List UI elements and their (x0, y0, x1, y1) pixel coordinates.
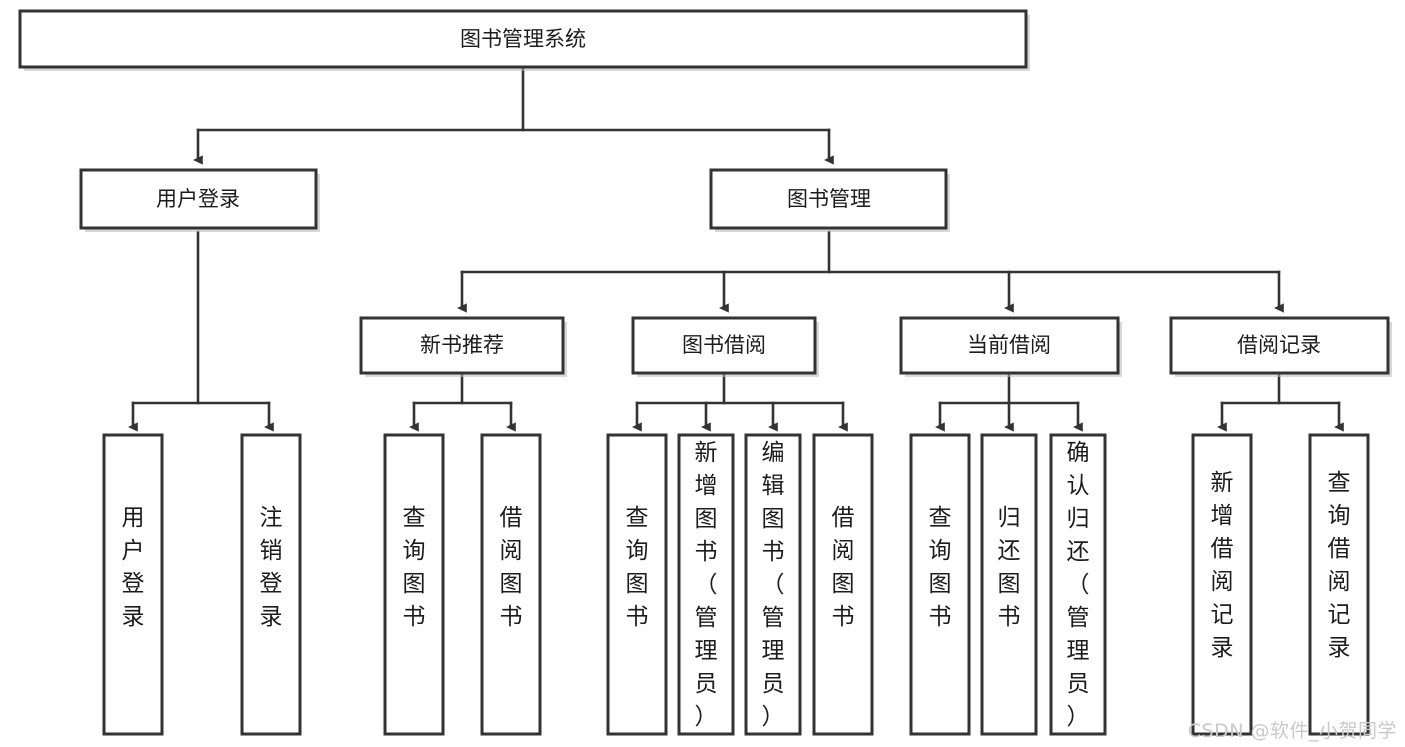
node-book-borrow[interactable]: 图书借阅 (631, 316, 819, 377)
user-login-box (79, 168, 318, 230)
leaf-box (909, 433, 971, 736)
leaf-node-confirm-return-admin[interactable]: 确认归还（管理员） (1049, 433, 1107, 736)
leaf-box (240, 433, 302, 736)
leaf-box (606, 433, 668, 736)
leaf-node-borrow-book-borrow[interactable]: 借阅图书 (812, 433, 874, 736)
leaf-layer: 用户登录 注销登录 查询图书 借阅图书 查询图书 新增图书（管理员） 编辑图书（… (102, 433, 1370, 736)
leaf-label: 查询借阅记录 (1328, 470, 1351, 661)
leaf-label: 用户登录 (122, 505, 145, 630)
root-box (18, 9, 1028, 69)
borrow-record-label: 借阅记录 (1237, 333, 1321, 357)
leaf-box (980, 433, 1038, 736)
leaf-label: 查询图书 (929, 505, 952, 630)
node-user-login[interactable]: 用户登录 (79, 168, 320, 232)
node-borrow-record[interactable]: 借阅记录 (1169, 316, 1392, 377)
current-borrow-label: 当前借阅 (967, 333, 1051, 357)
root-label: 图书管理系统 (460, 27, 586, 51)
connector-layer (127, 65, 1344, 432)
leaf-node-query-book-borrow[interactable]: 查询图书 (606, 433, 668, 736)
leaf-box (744, 433, 802, 736)
user-login-label: 用户登录 (156, 187, 240, 211)
leaf-label: 借阅图书 (500, 505, 523, 630)
leaf-label: 确认归还（管理员） (1067, 440, 1090, 730)
node-root-system[interactable]: 图书管理系统 (18, 9, 1030, 71)
leaf-label: 注销登录 (260, 505, 283, 630)
leaf-box (1191, 433, 1253, 736)
leaf-node-query-borrow-record[interactable]: 查询借阅记录 (1308, 433, 1370, 736)
leaf-label: 新增图书（管理员） (695, 440, 718, 730)
leaf-box (677, 433, 735, 736)
new-book-box (359, 316, 565, 375)
borrow-record-box (1169, 316, 1390, 375)
leaf-node-return-book[interactable]: 归还图书 (980, 433, 1038, 736)
node-new-book-recommend[interactable]: 新书推荐 (359, 316, 567, 377)
new-book-label: 新书推荐 (420, 333, 504, 357)
book-management-label: 图书管理 (787, 187, 871, 211)
leaf-label: 编辑图书（管理员） (762, 440, 785, 730)
leaf-label: 归还图书 (998, 505, 1021, 630)
leaf-box (480, 433, 542, 736)
leaf-label: 查询图书 (403, 505, 426, 630)
leaf-box (102, 433, 164, 736)
leaf-node-borrow-book-newbook[interactable]: 借阅图书 (480, 433, 542, 736)
leaf-node-logout[interactable]: 注销登录 (240, 433, 302, 736)
book-borrow-box (631, 316, 817, 375)
leaf-box (383, 433, 445, 736)
book-management-box (709, 168, 948, 230)
leaf-label: 查询图书 (626, 505, 649, 630)
leaf-node-edit-book-admin[interactable]: 编辑图书（管理员） (744, 433, 802, 736)
leaf-node-add-borrow-record[interactable]: 新增借阅记录 (1191, 433, 1253, 736)
node-current-borrow[interactable]: 当前借阅 (899, 316, 1122, 377)
leaf-box (1308, 433, 1370, 736)
leaf-node-add-book-admin[interactable]: 新增图书（管理员） (677, 433, 735, 736)
leaf-box (812, 433, 874, 736)
leaf-box (1049, 433, 1107, 736)
leaf-node-query-book-newbook[interactable]: 查询图书 (383, 433, 445, 736)
leaf-node-user-login[interactable]: 用户登录 (102, 433, 164, 736)
node-book-management[interactable]: 图书管理 (709, 168, 950, 232)
leaf-label: 新增借阅记录 (1211, 470, 1234, 661)
current-borrow-box (899, 316, 1120, 375)
leaf-label: 借阅图书 (832, 505, 855, 630)
leaf-node-query-book-current[interactable]: 查询图书 (909, 433, 971, 736)
book-borrow-label: 图书借阅 (682, 333, 766, 357)
